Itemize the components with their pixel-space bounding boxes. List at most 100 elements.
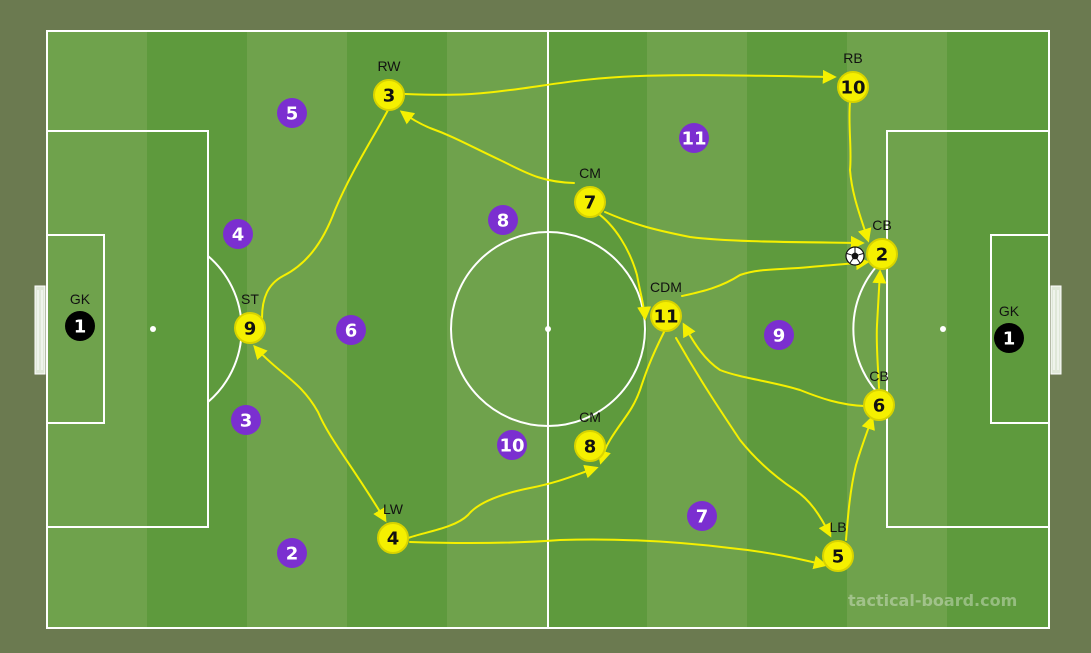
right-goalkeeper-token [994, 323, 1024, 353]
yellow-player-lw-number: 4 [387, 529, 400, 550]
yellow-player-cm8-number: 8 [584, 437, 597, 458]
purple-player-p5-token [277, 98, 307, 128]
yellow-player-lw-position-label: LW [383, 501, 404, 517]
yellow-player-lw-token [377, 522, 409, 554]
purple-player-p11-number: 11 [681, 129, 706, 150]
yellow-player-cdm-number: 11 [653, 307, 678, 328]
arrow-rb-to-cb2 [848, 101, 872, 243]
purple-player-p5-number: 5 [286, 104, 299, 125]
yellow-player-cm8-position-label: CM [579, 409, 601, 425]
center-spot [545, 326, 551, 332]
yellow-player-lw[interactable]: LW 4 [377, 501, 409, 554]
pitch [34, 30, 1062, 629]
pitch-stripe [547, 31, 647, 628]
purple-player-p3-number: 3 [240, 411, 253, 432]
purple-player-p11-token [679, 123, 709, 153]
yellow-player-cb6-position-label: CB [869, 368, 888, 384]
yellow-player-cb6[interactable]: CB6 [863, 368, 895, 421]
arrow-st-to-lw [253, 344, 387, 523]
yellow-player-cb2-number: 2 [876, 245, 889, 266]
purple-player-p4[interactable]: 4 [223, 219, 253, 249]
watermark: tactical-board.com [848, 591, 1017, 610]
left-goalkeeper[interactable]: GK1 [65, 291, 95, 341]
left-goalkeeper-position-label: GK [70, 291, 91, 307]
left-goal [34, 285, 46, 375]
purple-player-p6-token [336, 315, 366, 345]
yellow-player-cb6-token [863, 389, 895, 421]
soccer-ball-icon[interactable] [845, 246, 865, 266]
arrow-lw-to-lb [409, 538, 828, 570]
purple-player-p6-number: 6 [345, 321, 358, 342]
arrow-cm7-to-rw [399, 110, 575, 184]
yellow-player-cm8-token [574, 430, 606, 462]
yellow-player-st-token [234, 312, 266, 344]
purple-player-p9-token [764, 320, 794, 350]
purple-player-p7[interactable]: 7 [687, 501, 717, 531]
purple-player-p3[interactable]: 3 [231, 405, 261, 435]
yellow-player-cdm-position-label: CDM [650, 279, 682, 295]
yellow-player-rw-number: 3 [383, 86, 396, 107]
purple-player-p9-number: 9 [773, 326, 786, 347]
arrow-cm7-to-cdm [595, 211, 652, 321]
purple-player-p2-token [277, 538, 307, 568]
yellow-player-cb2-position-label: CB [872, 217, 891, 233]
yellow-player-cb2[interactable]: CB 2 [866, 217, 898, 270]
purple-player-p7-number: 7 [696, 507, 709, 528]
purple-player-p6[interactable]: 6 [336, 315, 366, 345]
purple-player-p10-token [497, 430, 527, 460]
purple-player-p5[interactable]: 5 [277, 98, 307, 128]
arrow-rw-to-st [261, 109, 389, 319]
movement-arrows [253, 69, 887, 570]
yellow-player-lb-token [822, 540, 854, 572]
arrow-cb6-to-cb2 [872, 269, 887, 389]
purple-player-p8-number: 8 [497, 211, 510, 232]
yellow-player-rb-position-label: RB [843, 50, 862, 66]
players-layer: GK1GK1RW3RB10CM7CB2CDM11ST9CB6CM8LW4LB55… [65, 50, 1024, 572]
purple-player-p2-number: 2 [286, 544, 299, 565]
yellow-player-rb[interactable]: RB 10 [837, 50, 869, 103]
yellow-player-cm7-number: 7 [584, 193, 597, 214]
yellow-player-st[interactable]: ST9 [234, 291, 266, 344]
yellow-player-cb2-token [866, 238, 898, 270]
right-goalkeeper-position-label: GK [999, 303, 1020, 319]
purple-player-p8[interactable]: 8 [488, 205, 518, 235]
purple-player-p10[interactable]: 10 [497, 430, 527, 460]
yellow-player-cdm[interactable]: CDM 11 [650, 279, 682, 332]
yellow-player-rw[interactable]: RW 3 [373, 58, 405, 111]
purple-player-p9[interactable]: 9 [764, 320, 794, 350]
left-goalkeeper-token [65, 311, 95, 341]
arrow-cdm-to-lb [675, 337, 832, 538]
right-goal-area [990, 234, 1050, 424]
arrow-cm7-to-cb2 [604, 211, 865, 250]
right-goalkeeper[interactable]: GK 1 [994, 303, 1024, 353]
yellow-player-rb-number: 10 [840, 78, 865, 99]
arrow-cb6-to-cdm [682, 322, 865, 407]
yellow-player-rw-position-label: RW [377, 58, 401, 74]
purple-player-p4-token [223, 219, 253, 249]
purple-player-p4-number: 4 [232, 225, 245, 246]
purple-player-p11[interactable]: 11 [679, 123, 709, 153]
pitch-stripe [147, 31, 247, 628]
arrow-lb-to-cb6 [845, 415, 875, 541]
yellow-player-cm8[interactable]: CM 8 [574, 409, 606, 462]
yellow-player-cdm-token [650, 300, 682, 332]
purple-player-p8-token [488, 205, 518, 235]
right-penalty-spot [940, 326, 946, 332]
yellow-player-cm7-position-label: CM [579, 165, 601, 181]
purple-player-p7-token [687, 501, 717, 531]
center-circle [450, 231, 646, 427]
yellow-player-lb-number: 5 [832, 547, 845, 568]
yellow-player-st-number: 9 [244, 319, 257, 340]
purple-player-p10-number: 10 [499, 436, 524, 457]
right-penalty-arc [852, 255, 888, 403]
yellow-player-cm7[interactable]: CM 7 [574, 165, 606, 218]
right-goalkeeper-number: 1 [1003, 329, 1016, 350]
yellow-player-rb-token [837, 71, 869, 103]
left-penalty-spot [150, 326, 156, 332]
yellow-player-lb[interactable]: LB5 [822, 519, 854, 572]
arrow-cdm-to-cb2 [681, 256, 870, 297]
purple-player-p2[interactable]: 2 [277, 538, 307, 568]
pitch-stripe [747, 31, 847, 628]
yellow-player-rw-token [373, 79, 405, 111]
